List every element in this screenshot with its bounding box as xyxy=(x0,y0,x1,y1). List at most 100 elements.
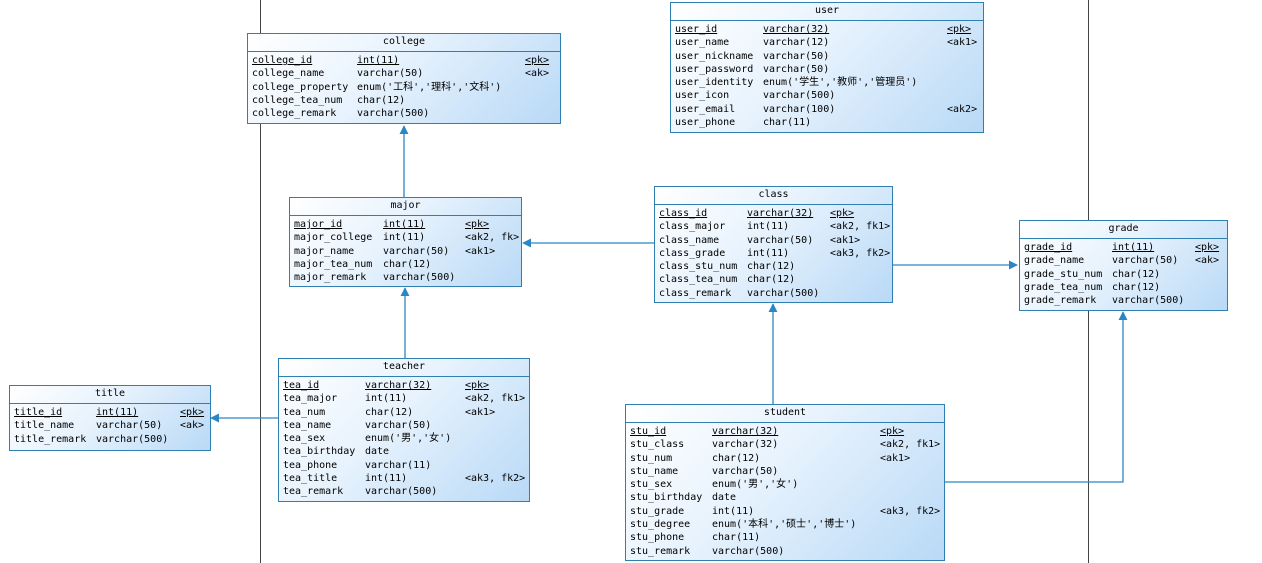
attribute-type: varchar(12) xyxy=(763,37,830,49)
entity-title: teacher xyxy=(279,359,529,377)
attribute-name: stu_remark xyxy=(630,545,691,557)
attribute-name: class_id xyxy=(659,208,708,219)
attribute-type: int(11) xyxy=(747,221,790,233)
entity-title: major xyxy=(290,198,521,216)
attribute-type: char(12) xyxy=(357,94,406,106)
attribute-type: varchar(32) xyxy=(365,380,432,391)
attribute-name: major_remark xyxy=(294,272,367,284)
attribute-type: varchar(500) xyxy=(747,287,820,299)
attribute-type: int(11) xyxy=(365,473,408,485)
attribute-type: varchar(50) xyxy=(357,68,424,80)
attribute-type: int(11) xyxy=(747,247,790,259)
attribute-row: user_nickname varchar(50) xyxy=(675,50,983,63)
entity-title: college xyxy=(248,34,560,52)
attribute-name: class_grade xyxy=(659,247,726,259)
attribute-type: date xyxy=(712,492,737,504)
attribute-row: major_remark varchar(500) xyxy=(294,271,521,284)
attribute-name: tea_major xyxy=(283,393,338,405)
attribute-name: tea_name xyxy=(283,419,332,431)
attribute-name: class_stu_num xyxy=(659,261,738,273)
attribute-type: char(11) xyxy=(763,117,812,129)
attribute-key: <ak1> xyxy=(465,245,496,257)
attribute-name: tea_sex xyxy=(283,433,326,445)
attribute-key: <pk> xyxy=(465,219,490,230)
attribute-name: stu_birthday xyxy=(630,492,703,504)
attribute-name: college_id xyxy=(252,55,313,66)
attribute-type: int(11) xyxy=(383,232,426,244)
attribute-type: int(11) xyxy=(365,393,408,405)
attribute-type: varchar(50) xyxy=(96,420,163,432)
attribute-name: stu_grade xyxy=(630,505,685,517)
attribute-type: char(12) xyxy=(712,452,761,464)
attribute-type: varchar(50) xyxy=(763,63,830,75)
attribute-key: <pk> xyxy=(830,208,855,219)
attribute-name: user_icon xyxy=(675,90,730,102)
attribute-name: major_college xyxy=(294,232,373,244)
attribute-type: enum('男','女') xyxy=(712,479,799,491)
attribute-type: varchar(500) xyxy=(383,272,456,284)
entity-title: student xyxy=(626,405,944,423)
attribute-row: grade_remark varchar(500) xyxy=(1024,294,1227,307)
attribute-name: tea_remark xyxy=(283,486,344,498)
attribute-name: grade_id xyxy=(1024,242,1073,253)
attribute-key: <ak3, fk2> xyxy=(830,247,891,259)
attribute-name: grade_tea_num xyxy=(1024,281,1103,293)
attribute-type: varchar(50) xyxy=(763,50,830,62)
attribute-type: char(12) xyxy=(383,258,432,270)
attribute-name: user_email xyxy=(675,103,736,115)
attribute-name: stu_class xyxy=(630,439,685,451)
attribute-key: <pk> xyxy=(947,24,972,35)
attribute-type: varchar(500) xyxy=(357,108,430,120)
attribute-type: enum('学生','教师','管理员') xyxy=(763,77,918,89)
attribute-key: <ak2, fk1> xyxy=(830,221,891,233)
attribute-type: enum('男','女') xyxy=(365,433,452,445)
attribute-name: grade_stu_num xyxy=(1024,268,1103,280)
attribute-name: major_tea_num xyxy=(294,258,373,270)
attribute-name: user_password xyxy=(675,63,754,75)
attribute-key: <pk> xyxy=(180,407,205,418)
attribute-type: varchar(100) xyxy=(763,103,836,115)
attribute-key: <pk> xyxy=(1195,242,1220,253)
attribute-name: stu_sex xyxy=(630,479,673,491)
attribute-key: <ak1> xyxy=(830,234,861,246)
attribute-name: user_nickname xyxy=(675,50,754,62)
attribute-name: grade_remark xyxy=(1024,295,1097,307)
entity-title: user xyxy=(671,3,983,21)
attribute-name: user_phone xyxy=(675,117,736,129)
attribute-row: stu_sex enum('男','女') xyxy=(630,478,944,491)
attribute-key: <pk> xyxy=(880,426,905,437)
attribute-type: varchar(500) xyxy=(1112,295,1185,307)
attribute-key: <ak2, fk1> xyxy=(880,439,941,451)
attribute-row: class_grade int(11) <ak3, fk2> xyxy=(659,247,892,260)
